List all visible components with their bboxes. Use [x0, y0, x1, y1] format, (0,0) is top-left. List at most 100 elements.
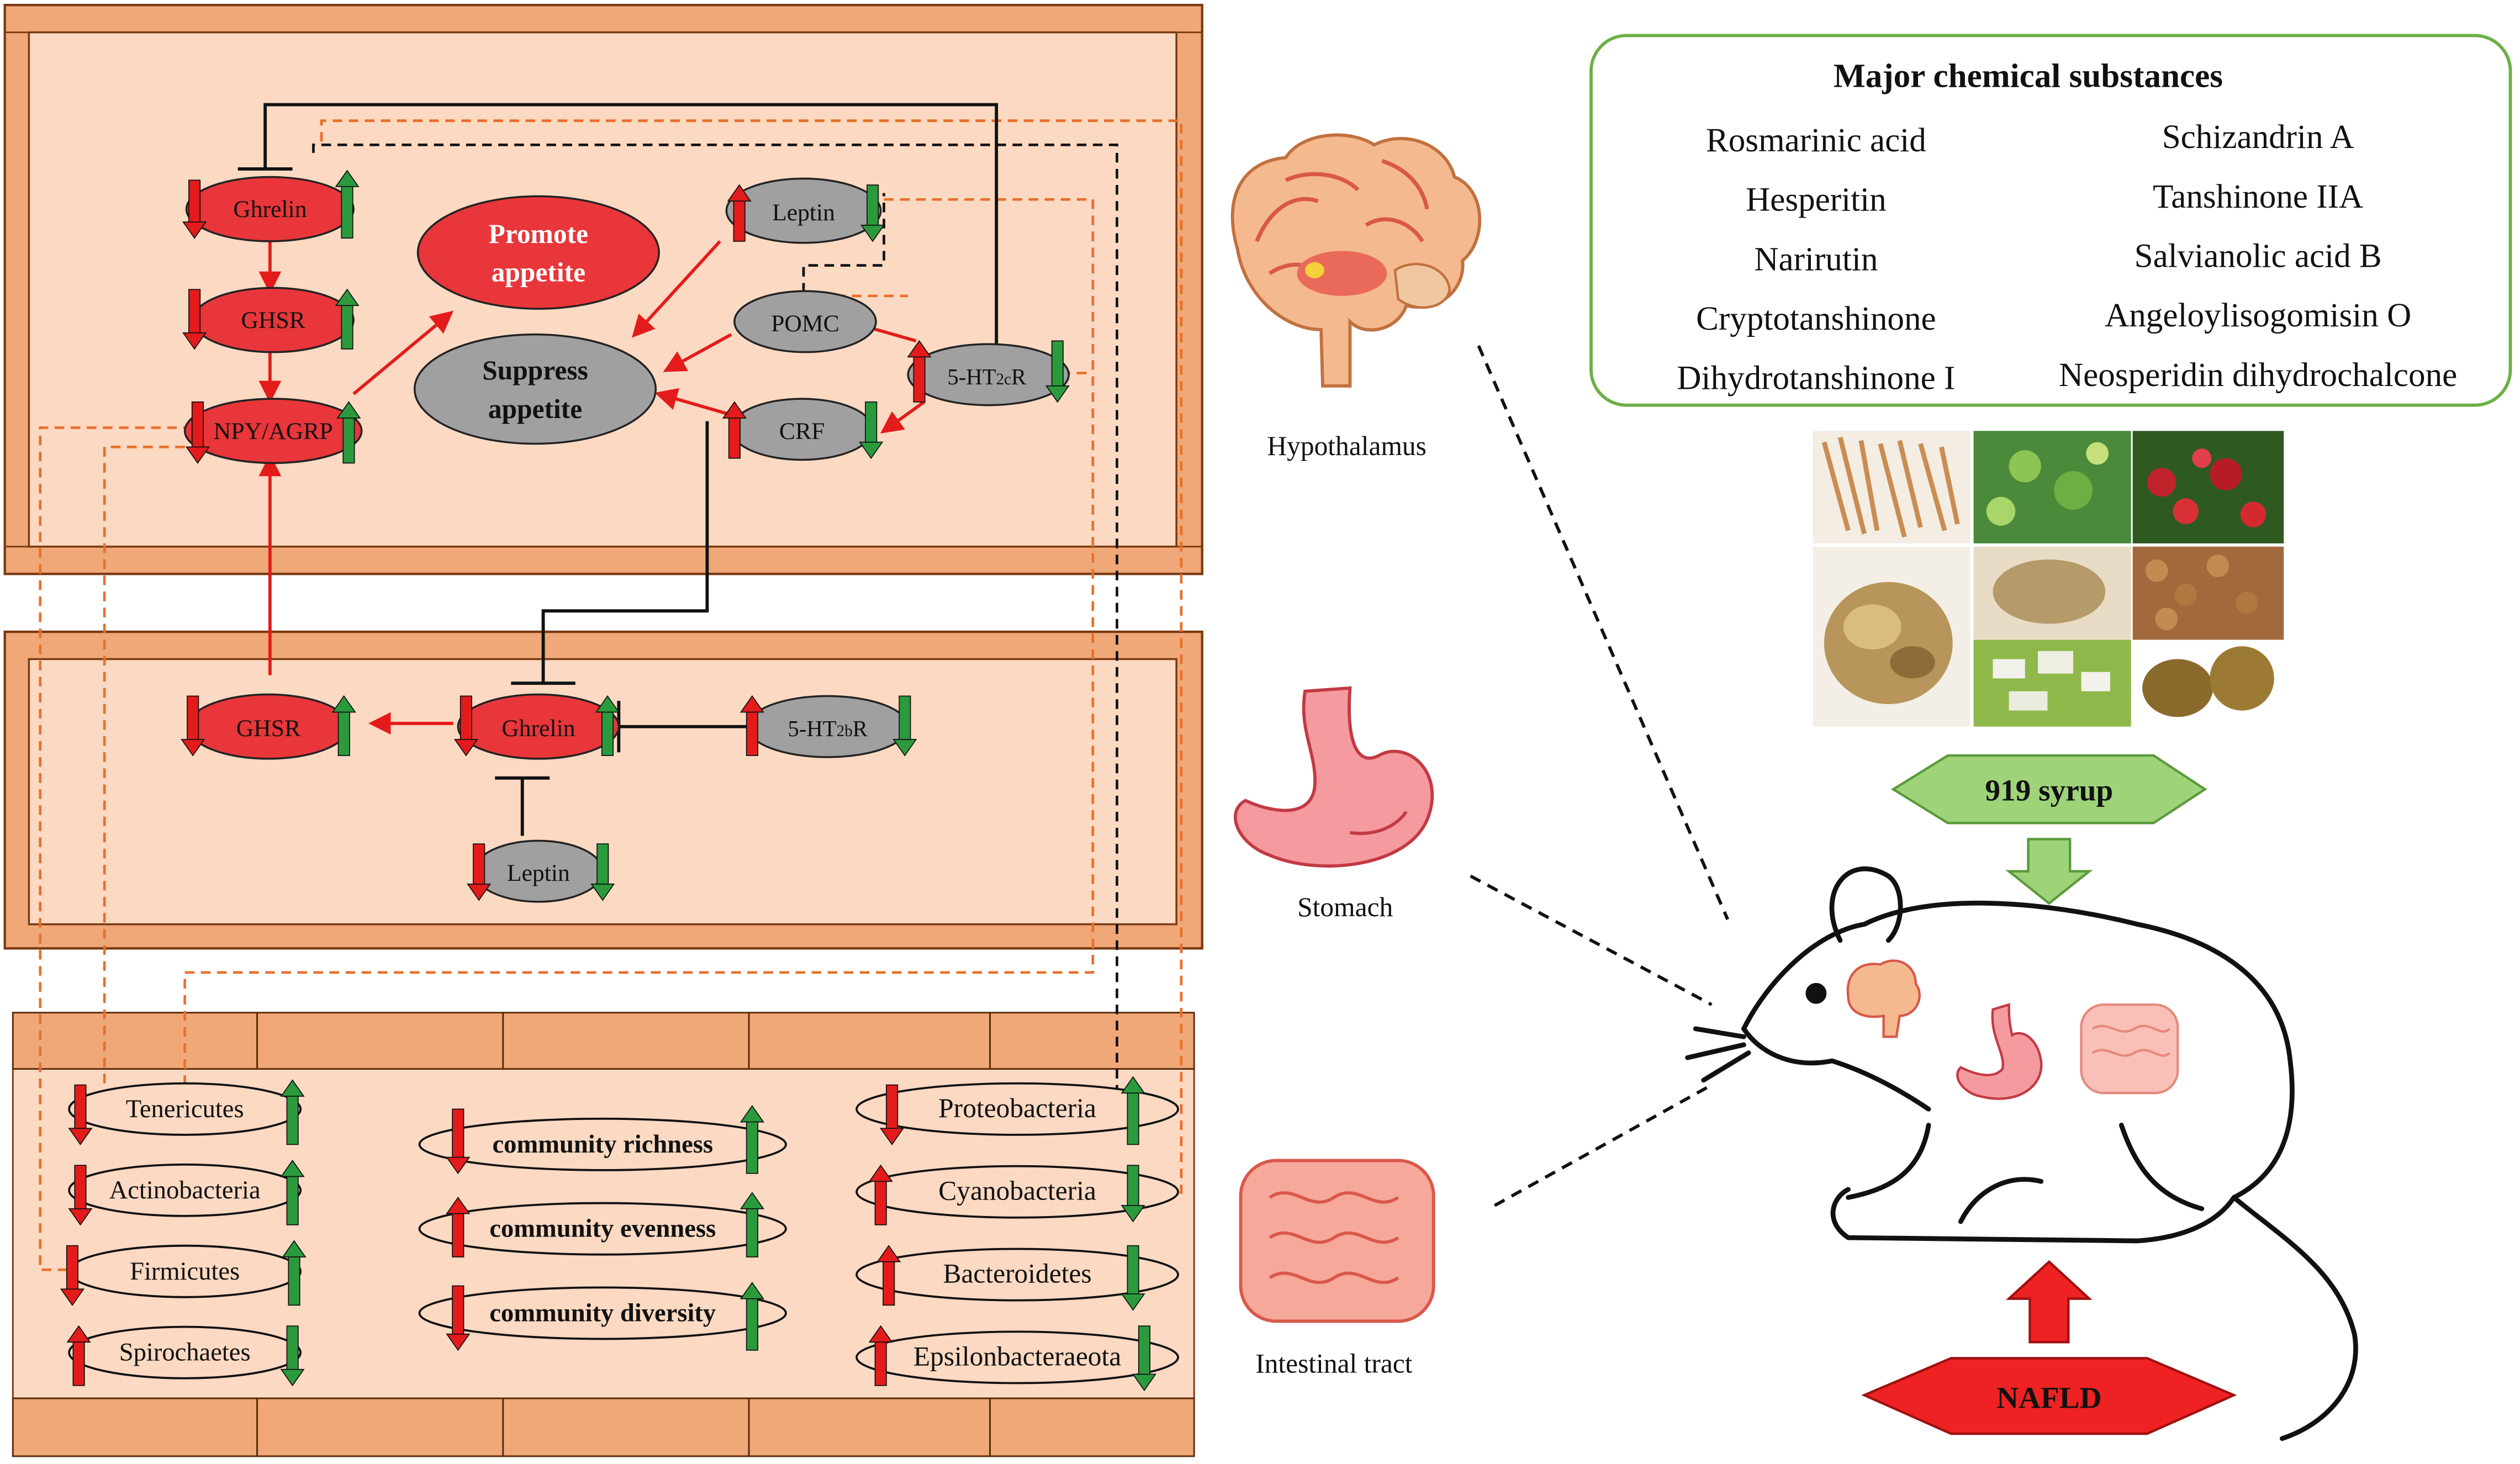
substance-item: Salvianolic acid B: [2135, 237, 2382, 274]
node-ghsr-hypo: GHSR: [192, 287, 355, 353]
up-arrow-icon: [336, 401, 361, 464]
node-label: 5-HT2bR: [788, 716, 868, 741]
gut-taxon-label: Firmicutes: [130, 1257, 240, 1286]
down-arrow-icon: [453, 695, 478, 757]
gut-taxon-label: community richness: [493, 1130, 714, 1159]
gut-taxon: Tenericutes: [68, 1082, 302, 1136]
node-label: Ghrelin: [233, 196, 307, 223]
up-arrow-icon: [280, 1079, 305, 1145]
gut-taxon: Proteobacteria: [855, 1082, 1179, 1136]
herb-photo-seeds: [2132, 546, 2284, 640]
gut-taxon-label: Cyanobacteria: [938, 1176, 1096, 1206]
stomach-chamber: [3, 630, 1203, 950]
gut-taxon: community richness: [418, 1117, 787, 1171]
gut-taxon: Spirochaetes: [68, 1325, 302, 1380]
substance-item: Neosperidin dihydrochalcone: [2059, 357, 2457, 394]
gut-taxon: Epsilonbacteraeota: [855, 1330, 1179, 1384]
gut-taxon: Cyanobacteria: [855, 1165, 1179, 1219]
gut-taxon-label: Tenericutes: [126, 1095, 244, 1123]
substance-item: Narirutin: [1754, 241, 1878, 278]
substance-item: Cryptotanshinone: [1696, 300, 1936, 337]
node-label: GHSR: [236, 715, 301, 742]
substance-item: Dihydrotanshinone I: [1677, 360, 1955, 397]
node-ghrelin-stomach: Ghrelin: [457, 693, 620, 760]
gut-taxon: community evenness: [418, 1202, 787, 1256]
node-suppress-appetite: Suppress appetite: [414, 333, 657, 445]
node-label: CRF: [779, 418, 825, 445]
node-leptin-stomach: Leptin: [473, 839, 604, 903]
down-arrow-icon: [280, 1325, 305, 1387]
gut-bottom-bricks: [12, 1397, 1195, 1457]
down-arrow-icon: [467, 843, 492, 901]
gut-taxon-label: community diversity: [489, 1299, 716, 1327]
down-arrow-icon: [68, 1084, 93, 1145]
down-arrow-icon: [590, 843, 615, 901]
herb-photo-white-pieces: [1973, 639, 2131, 727]
up-arrow-icon: [876, 1245, 901, 1306]
node-label: Leptin: [507, 860, 570, 886]
down-arrow-icon: [446, 1285, 471, 1351]
mouse-brain-icon: [1846, 959, 1921, 1038]
down-arrow-icon: [68, 1165, 93, 1226]
up-arrow-icon: [868, 1325, 893, 1386]
herb-photo-kiwi: [2132, 639, 2284, 727]
up-arrow-icon: [739, 1104, 764, 1174]
node-ghrelin-hypo: Ghrelin: [185, 176, 355, 242]
down-arrow-icon: [880, 1084, 905, 1145]
down-arrow-icon: [185, 401, 210, 464]
promote-line2: appetite: [492, 257, 585, 288]
down-arrow-icon: [1132, 1325, 1157, 1392]
herb-photo-leaves: [1973, 431, 2131, 543]
hypothalamus-chamber: [3, 3, 1203, 575]
up-arrow-icon: [446, 1196, 471, 1257]
gut-taxon-label: Bacteroidetes: [943, 1259, 1091, 1289]
node-leptin-hypo: Leptin: [725, 177, 882, 244]
gut-top-bricks: [12, 1012, 1195, 1070]
node-npy-agrp: NPY/AGRP: [183, 398, 363, 464]
substance-item: Tanshinone IIA: [2153, 178, 2363, 215]
node-ghsr-stomach: GHSR: [187, 693, 350, 760]
mouse-intestine-icon: [2080, 1003, 2179, 1095]
down-arrow-icon: [181, 695, 205, 757]
node-promote-appetite: Promote appetite: [416, 195, 660, 310]
down-arrow-icon: [60, 1245, 85, 1306]
node-label: POMC: [771, 310, 839, 337]
node-5ht2c-receptor: 5-HT2cR: [907, 343, 1070, 406]
black-dashed-links: [312, 143, 1118, 1109]
up-arrow-icon: [595, 695, 620, 756]
herb-photo-roots: [1813, 431, 1970, 543]
substance-item: Rosmarinic acid: [1706, 122, 1926, 159]
suppress-line1: Suppress: [482, 355, 588, 385]
syrup-label: 919 syrup: [1985, 774, 2113, 807]
nafld-rhombus: NAFLD: [1861, 1357, 2237, 1435]
brain-icon: [1230, 133, 1482, 388]
up-arrow-icon: [727, 184, 752, 242]
down-arrow-icon: [1121, 1245, 1145, 1311]
mouse-stomach-icon: [1956, 1003, 2043, 1100]
herb-photo-red-berries: [2132, 431, 2284, 543]
up-arrow-icon: [739, 1192, 764, 1257]
gut-taxon-label: Epsilonbacteraeota: [913, 1341, 1121, 1371]
promote-line1: Promote: [489, 219, 588, 249]
up-arrow-icon: [66, 1325, 91, 1386]
down-arrow-icon: [1121, 1165, 1145, 1223]
node-5ht2b-receptor: 5-HT2bR: [746, 695, 909, 758]
node-crf: CRF: [730, 398, 874, 461]
activation-arrows: [258, 240, 925, 735]
substances-left-column: Rosmarinic acidHesperitinNarirutinCrypto…: [1677, 122, 1955, 397]
gut-taxon-label: Spirochaetes: [119, 1339, 251, 1367]
down-arrow-icon: [860, 184, 885, 242]
up-arrow-icon: [907, 340, 932, 403]
organ-connectors: [1470, 345, 1730, 1207]
herb-photo-dried-chunks: [1813, 546, 1970, 727]
substances-title: Major chemical substances: [1834, 58, 2223, 95]
substance-item: Angeloylisogomisin O: [2105, 297, 2411, 334]
gut-taxon: Actinobacteria: [68, 1163, 302, 1217]
regulation-arrows: [60, 170, 1157, 1392]
gut-taxon-label: community evenness: [489, 1215, 716, 1243]
up-arrow-icon: [739, 695, 764, 756]
down-arrow-icon: [182, 179, 207, 239]
